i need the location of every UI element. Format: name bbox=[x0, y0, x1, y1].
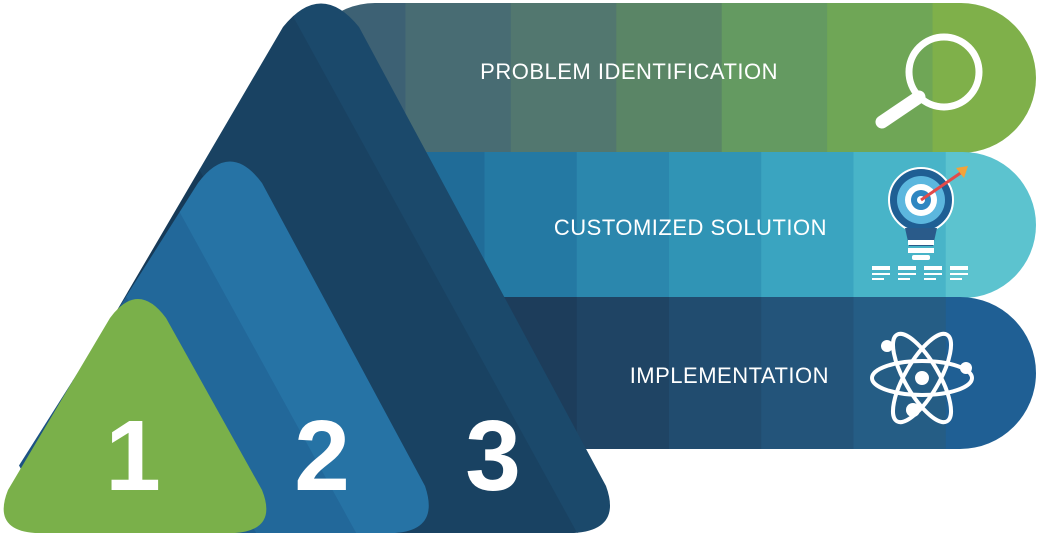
step-number-2: 2 bbox=[294, 400, 350, 512]
lightbulb-target-icon bbox=[872, 166, 968, 280]
band-top-stripe bbox=[510, 3, 618, 153]
band-top-stripe bbox=[405, 3, 512, 153]
step-number-1: 1 bbox=[105, 400, 161, 512]
band-bottom-stripe bbox=[761, 297, 855, 449]
step-number-3: 3 bbox=[465, 400, 521, 512]
band-middle-stripe bbox=[484, 152, 578, 298]
triangle-large-stripe bbox=[106, 3, 581, 533]
atom-icon bbox=[870, 331, 974, 425]
band-bottom-stripe bbox=[945, 297, 1036, 449]
band-middle-stripe bbox=[761, 152, 855, 298]
magnifier-icon bbox=[875, 33, 983, 129]
lightbulb-base-lines bbox=[872, 266, 968, 280]
band-middle-stripe bbox=[576, 152, 670, 298]
band-top-stripe bbox=[932, 3, 1036, 153]
band-middle-stripe bbox=[669, 152, 763, 298]
label-customized-solution: CUSTOMIZED SOLUTION bbox=[554, 215, 827, 240]
triangle-step-1 bbox=[3, 299, 267, 533]
band-bottom-stripe bbox=[576, 297, 670, 449]
label-problem-identification: PROBLEM IDENTIFICATION bbox=[480, 59, 778, 84]
label-implementation: IMPLEMENTATION bbox=[630, 363, 829, 388]
band-top-stripe bbox=[721, 3, 829, 153]
band-top-stripe bbox=[616, 3, 723, 153]
band-bottom-stripe bbox=[669, 297, 763, 449]
band-problem-identification bbox=[300, 3, 1036, 153]
band-top-stripes bbox=[300, 3, 1036, 153]
band-top-stripe bbox=[827, 3, 934, 153]
triangle-medium-stripe bbox=[140, 161, 429, 533]
